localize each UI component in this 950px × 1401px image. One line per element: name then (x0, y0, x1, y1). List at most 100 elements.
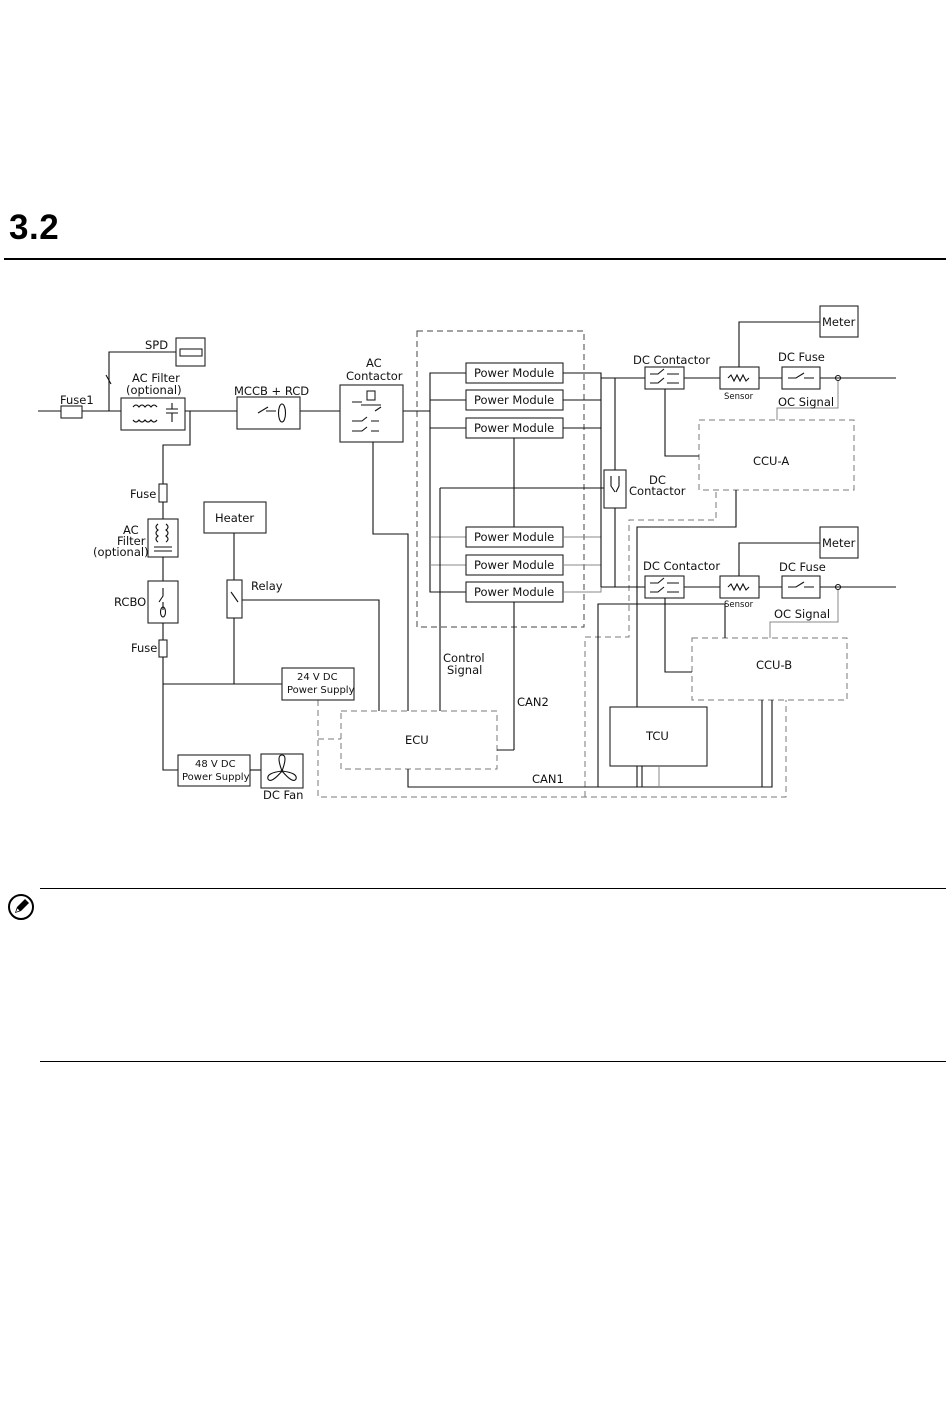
mccb-rcd-ring-icon (277, 403, 287, 423)
ac-filter-label: AC Filter (132, 371, 180, 385)
dc-contactor-b-label: DC Contactor (643, 559, 720, 573)
dc-fuse-a-box (781, 366, 821, 390)
sensor-b-label: Sensor (724, 600, 754, 610)
dc-fuse-a-icon (788, 372, 814, 379)
power-module-group-boundary (416, 330, 585, 628)
ac-filter-2-label-3: (optional) (93, 545, 149, 559)
ac-filter-capacitor-icon (166, 403, 178, 422)
aux-fuse-top-label: Fuse (130, 487, 156, 501)
oc-signal-a-line (776, 381, 839, 420)
ac-filter-2-icon (154, 523, 172, 552)
ccu-b-can-line (597, 603, 726, 787)
can1-bus (407, 700, 773, 788)
spd-branch-line (108, 351, 176, 411)
spd-switch-symbol (105, 374, 112, 385)
control-signal-label-1: Control (443, 651, 485, 665)
dc-contactor-a-switch-icon (650, 368, 679, 384)
rcbo-label: RCBO (114, 595, 146, 609)
can1-label: CAN1 (532, 772, 564, 786)
meter-a-line (738, 321, 820, 367)
relay-label: Relay (251, 579, 283, 593)
ecu-box (340, 710, 498, 770)
ccu-a-label: CCU-A (753, 454, 789, 468)
meter-b-label: Meter (822, 536, 856, 550)
ccu-b-box (691, 637, 848, 701)
mid-dc-contactor-label-1: DC (649, 473, 666, 487)
contactor-b-control-line (664, 598, 692, 673)
psu-48v-box (177, 754, 251, 787)
rcbo-ring-icon (159, 606, 167, 618)
low-voltage-boundary (317, 700, 787, 798)
psu-48v-label-1: 48 V DC (195, 759, 236, 770)
aux-line-4 (162, 657, 178, 771)
psu-48v-label-2: Power Supply (182, 772, 250, 783)
control-signal-label-2: Signal (447, 663, 482, 677)
note-top-rule (40, 888, 946, 889)
ac-contactor-label-1: AC (366, 356, 382, 370)
ccu-a-box (698, 419, 855, 491)
power-module-3-label: Power Module (474, 421, 554, 435)
ccu-b-label: CCU-B (756, 658, 792, 672)
ecu-label: ECU (405, 733, 429, 747)
dc-contactor-b-switch-icon (650, 577, 679, 593)
dc-fuse-b-icon (788, 581, 814, 588)
power-module-6-label: Power Module (474, 585, 554, 599)
dc-fuse-b-box (781, 575, 821, 599)
sensor-b-box (719, 575, 760, 599)
tcu-box (609, 706, 708, 767)
psu-24v-label-2: Power Supply (287, 685, 355, 696)
dc-fuse-b-terminal-icon (834, 583, 842, 591)
oc-signal-a-label: OC Signal (778, 395, 834, 409)
power-module-4-label: Power Module (474, 530, 554, 544)
tcu-label: TCU (645, 729, 669, 743)
mccb-rcd-box (236, 396, 301, 430)
dc-fan-icon (267, 754, 297, 781)
psu-24v-label-1: 24 V DC (297, 672, 338, 683)
aux-fuse-top-symbol (158, 483, 168, 503)
fuse1-label: Fuse1 (60, 393, 94, 407)
meter-b-line (738, 542, 820, 576)
section-number: 3.2 (9, 208, 60, 247)
sensor-a-resistor-icon (727, 373, 750, 383)
contactor-a-control-line (664, 389, 699, 457)
heater-box (203, 501, 267, 534)
mid-dc-contactor-box (603, 469, 627, 509)
ac-filter-optional-label: (optional) (126, 383, 182, 397)
can-boundary (584, 490, 717, 797)
ac-filter-inductor-icon (132, 404, 158, 423)
dc-contactor-b-box (644, 575, 685, 599)
power-module-1-label: Power Module (474, 366, 554, 380)
meter-b-box (819, 526, 859, 559)
aux-fuse-bottom-label: Fuse (131, 641, 157, 655)
ac-contactor-box (339, 384, 404, 443)
ccu-a-can-line (636, 490, 737, 787)
ac-filter-box (120, 397, 186, 431)
dc-fan-label: DC Fan (263, 788, 303, 802)
aux-branch-line (162, 411, 191, 484)
mccb-rcd-switch-icon (257, 406, 276, 414)
dc-fuse-a-label: DC Fuse (778, 350, 825, 364)
relay-ecu-line (242, 599, 380, 711)
meter-a-box (819, 305, 859, 338)
pencil-icon (8, 894, 34, 920)
fuse1-symbol (60, 405, 83, 419)
mccb-rcd-label: MCCB + RCD (234, 384, 309, 398)
power-module-5-label: Power Module (474, 558, 554, 572)
relay-box (226, 579, 243, 619)
sensor-b-resistor-icon (727, 582, 750, 592)
ac-contactor-coil-icon (366, 390, 376, 401)
dc-fuse-b-label: DC Fuse (779, 560, 826, 574)
header-rule (4, 258, 946, 260)
heater-label: Heater (215, 511, 254, 525)
meter-a-label: Meter (822, 315, 856, 329)
spd-label: SPD (145, 338, 168, 352)
aux-fuse-bottom-symbol (158, 639, 168, 658)
note-bottom-rule (40, 1061, 946, 1062)
ac-filter-2-label-1: AC (123, 523, 139, 537)
oc-signal-b-line (769, 590, 839, 638)
power-module-2-label: Power Module (474, 393, 554, 407)
ecu-ac-contactor-line (372, 442, 409, 711)
can2-label: CAN2 (517, 695, 549, 709)
sensor-a-label: Sensor (724, 392, 754, 402)
